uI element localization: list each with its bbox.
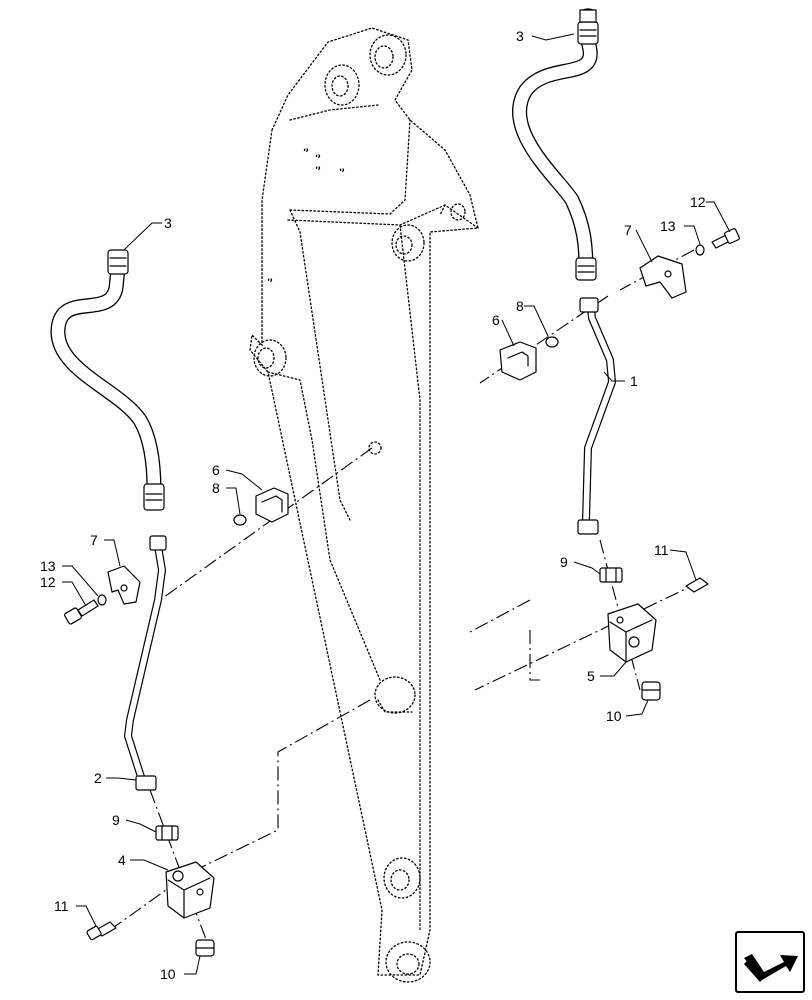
fitting-right <box>599 567 623 583</box>
callout-leaders <box>62 33 731 975</box>
callout-8-left: 8 <box>212 480 220 496</box>
washer-left <box>97 594 107 606</box>
callout-7-left: 7 <box>90 532 98 548</box>
callout-3-right: 3 <box>516 28 524 44</box>
tube-right <box>577 297 616 535</box>
callout-6-left: 6 <box>212 462 220 478</box>
bolt-right <box>711 228 740 249</box>
spacer-right <box>545 336 559 348</box>
callout-10-left: 10 <box>160 966 176 982</box>
bolt-11-left <box>86 921 117 941</box>
callout-6-right: 6 <box>492 312 500 328</box>
callout-11-right: 11 <box>654 542 669 558</box>
callout-13-left: 13 <box>40 558 56 574</box>
clamp-left <box>255 487 289 523</box>
tube-left <box>124 535 167 791</box>
bolt-11-right <box>685 577 709 593</box>
next-page-arrow-icon[interactable] <box>735 931 805 993</box>
callout-9-left: 9 <box>112 812 120 828</box>
spacer-left <box>233 514 247 526</box>
callout-10-right: 10 <box>606 708 622 724</box>
callout-12-left: 12 <box>40 574 56 590</box>
callout-11-left: 11 <box>54 898 69 914</box>
callout-5: 5 <box>587 668 595 684</box>
callout-12-right: 12 <box>690 194 706 210</box>
callout-labels: 3 1 12 7 13 6 8 9 11 5 10 3 6 8 7 13 12 … <box>40 28 706 982</box>
callout-4: 4 <box>118 852 126 868</box>
washer-right <box>695 244 705 256</box>
bracket-left <box>107 565 141 605</box>
clamp-right <box>499 341 537 381</box>
valve-block-left <box>165 861 215 919</box>
callout-9-right: 9 <box>560 554 568 570</box>
hose-right <box>512 8 599 281</box>
bracket-right <box>639 255 687 299</box>
valve-block-right <box>607 603 657 663</box>
hose-left <box>50 249 165 511</box>
bolt-left <box>64 599 99 625</box>
callout-13-right: 13 <box>660 218 676 234</box>
plug-left <box>195 939 215 957</box>
callout-2: 2 <box>94 770 102 786</box>
callout-3-left: 3 <box>164 215 172 231</box>
fitting-left <box>155 825 179 841</box>
callout-8-right: 8 <box>516 298 524 314</box>
boom-arm-outline <box>249 27 479 983</box>
callout-7-right: 7 <box>624 222 632 238</box>
plug-right <box>641 681 661 701</box>
callout-1: 1 <box>630 373 638 389</box>
